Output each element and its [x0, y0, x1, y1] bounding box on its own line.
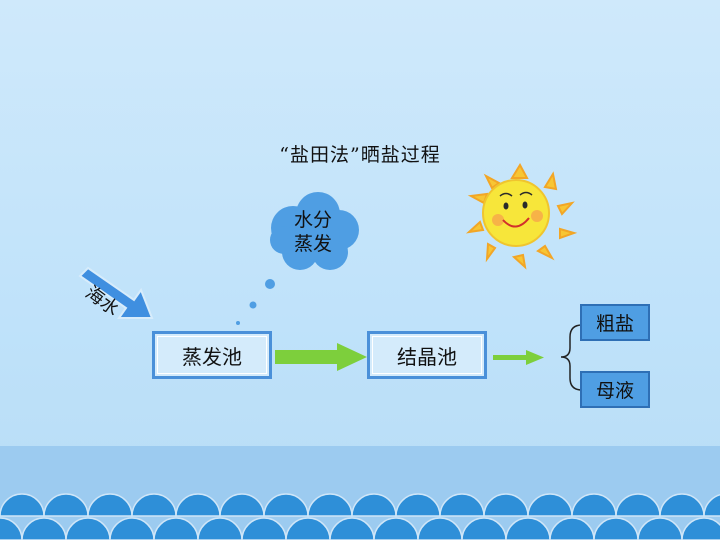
wave-shape: [307, 493, 353, 517]
wave-shape: [395, 493, 441, 517]
evaporation-pond-label: 蒸发池: [182, 344, 242, 369]
mother-liquor-label: 母液: [595, 380, 634, 402]
wave-shape: [0, 517, 23, 540]
crude-salt-label: 粗盐: [595, 313, 634, 335]
crystallization-pond-box: 结晶池: [367, 331, 487, 379]
wave-shape: [65, 517, 111, 540]
wave-shape: [417, 517, 463, 540]
wave-shape: [0, 493, 45, 517]
wave-shape: [527, 493, 573, 517]
wave-shape: [21, 517, 67, 540]
output-brace: [560, 324, 583, 391]
mother-liquor-box: 母液: [580, 371, 650, 408]
wave-shape: [483, 493, 529, 517]
wave-shape: [263, 493, 309, 517]
wave-shape: [153, 517, 199, 540]
wave-shape: [109, 517, 155, 540]
crude-salt-box: 粗盐: [580, 304, 650, 341]
wave-shape: [681, 517, 720, 540]
arrow-crystallization-to-outputs: [493, 350, 544, 365]
wave-shape: [329, 517, 375, 540]
evaporation-pond-box: 蒸发池: [152, 331, 272, 379]
cloud-dot-small: [236, 321, 240, 325]
wave-row: [0, 493, 720, 540]
wave-shape: [593, 517, 639, 540]
wave-shape: [87, 493, 133, 517]
wave-shape: [131, 493, 177, 517]
wave-shape: [373, 517, 419, 540]
wave-shape: [43, 493, 89, 517]
crystallization-pond-label: 结晶池: [397, 344, 457, 369]
vapor-cloud: [270, 192, 359, 270]
wave-shape: [285, 517, 331, 540]
wave-shape: [571, 493, 617, 517]
wave-shape: [505, 517, 551, 540]
wave-shape: [615, 493, 661, 517]
diagram-title: “盐田法”晒盐过程: [279, 144, 441, 166]
arrow-evaporation-to-crystallization: [275, 343, 367, 371]
wave-shape: [351, 493, 397, 517]
cloud-label-line-2: 蒸发: [293, 233, 332, 255]
wave-shape: [549, 517, 595, 540]
sea-water-arrow: [78, 266, 154, 319]
wave-shape: [197, 517, 243, 540]
wave-shape: [637, 517, 683, 540]
wave-shape: [219, 493, 265, 517]
cloud-dot-medium: [249, 301, 257, 309]
cloud-dot-large: [265, 279, 275, 289]
wave-shape: [703, 494, 720, 517]
cloud-label: 水分 蒸发: [281, 208, 345, 256]
wave-shape: [241, 517, 287, 540]
wave-shape: [439, 493, 485, 517]
wave-shape: [175, 493, 221, 517]
sun-icon: [465, 162, 578, 270]
wave-shape: [461, 517, 507, 540]
wave-shape: [659, 493, 705, 517]
cloud-label-line-1: 水分: [293, 209, 332, 231]
